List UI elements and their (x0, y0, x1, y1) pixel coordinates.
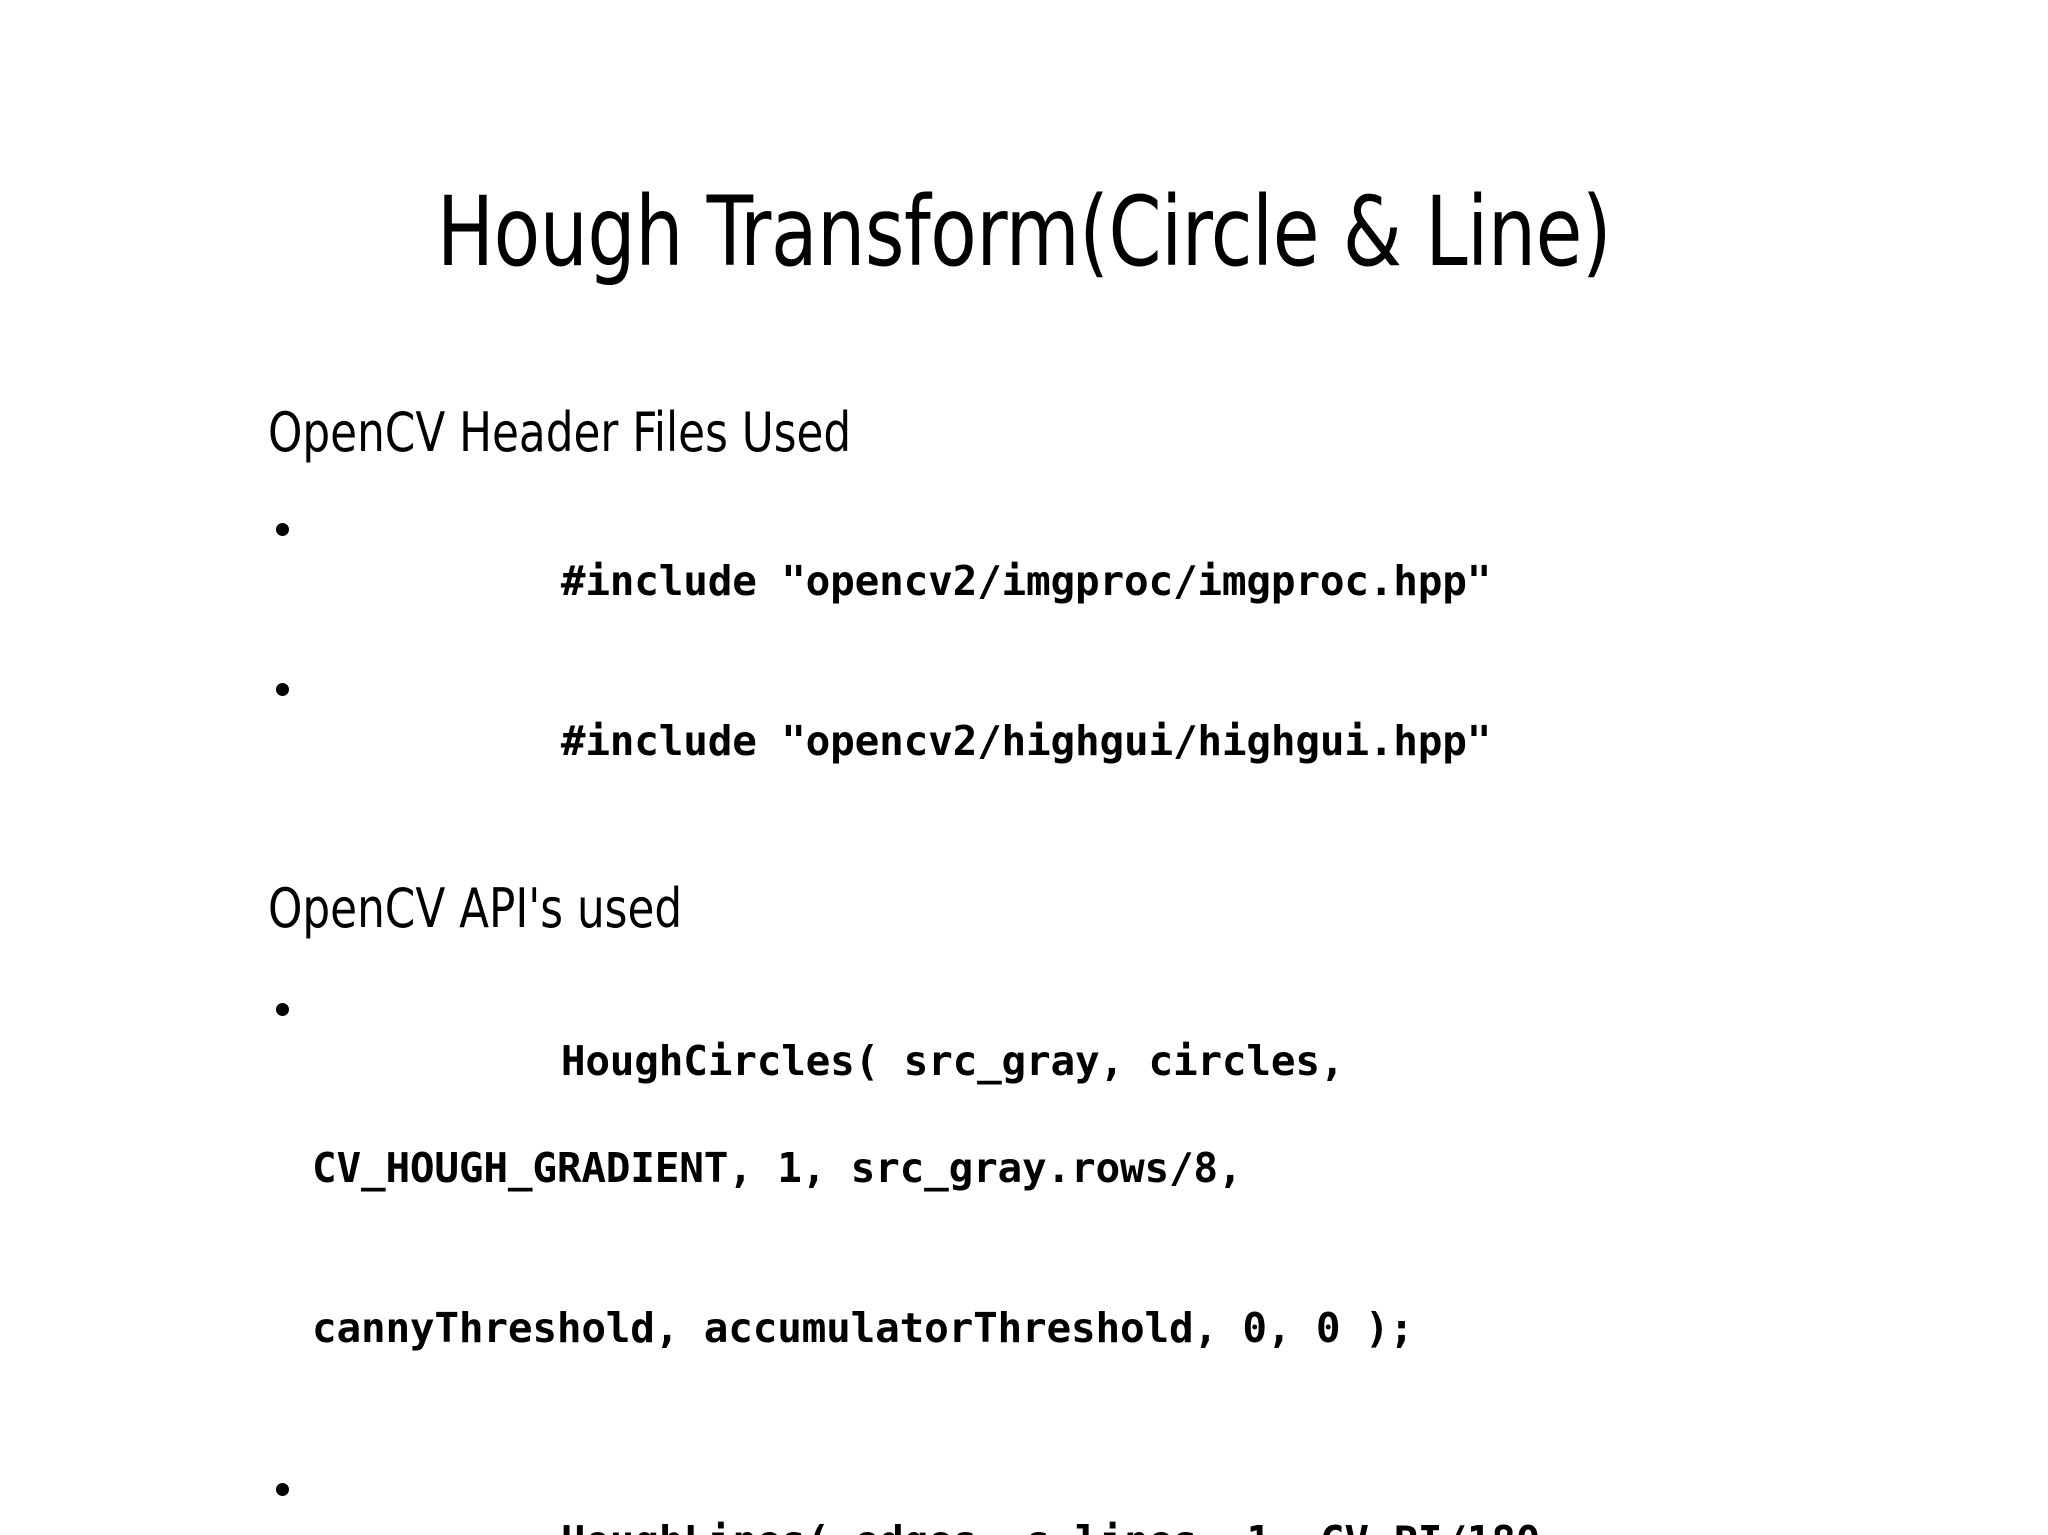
section-header-files: OpenCV Header Files Used #include "openc… (268, 401, 1888, 822)
header-files-list: #include "opencv2/imgproc/imgproc.hpp" #… (268, 502, 1888, 822)
list-item-line: #include "opencv2/imgproc/imgproc.hpp" (560, 557, 1492, 606)
list-item-line: cannyThreshold, accumulatorThreshold, 0,… (312, 1303, 1414, 1352)
list-item-line: HoughLines( edges, s_lines, 1, CV_PI/180… (561, 1517, 1565, 1535)
list-item: #include "opencv2/highgui/highgui.hpp" (268, 662, 1888, 822)
section-heading-header-files: OpenCV Header Files Used (268, 401, 852, 464)
spacer (268, 822, 1888, 878)
list-item-line: #include "opencv2/highgui/highgui.hpp" (560, 717, 1492, 766)
spacer (268, 464, 1888, 502)
list-item-line: CV_HOUGH_GRADIENT, 1, src_gray.rows/8, (312, 1143, 1243, 1192)
section-apis-used: OpenCV API's used HoughCircles( src_gray… (268, 876, 1888, 1535)
page-title: Hough Transform(Circle & Line) (436, 176, 1612, 289)
spacer (268, 940, 1888, 982)
list-item: HoughLines( edges, s_lines, 1, CV_PI/180… (268, 1462, 1888, 1535)
section-heading-apis-used: OpenCV API's used (268, 876, 683, 940)
apis-used-list: HoughCircles( src_gray, circles, CV_HOUG… (268, 982, 1888, 1535)
list-item: HoughCircles( src_gray, circles, CV_HOUG… (268, 982, 1888, 1462)
slide-body: OpenCV Header Files Used #include "openc… (268, 401, 1888, 1535)
list-item-line: HoughCircles( src_gray, circles, (560, 1037, 1345, 1086)
list-item: #include "opencv2/imgproc/imgproc.hpp" (268, 502, 1888, 662)
